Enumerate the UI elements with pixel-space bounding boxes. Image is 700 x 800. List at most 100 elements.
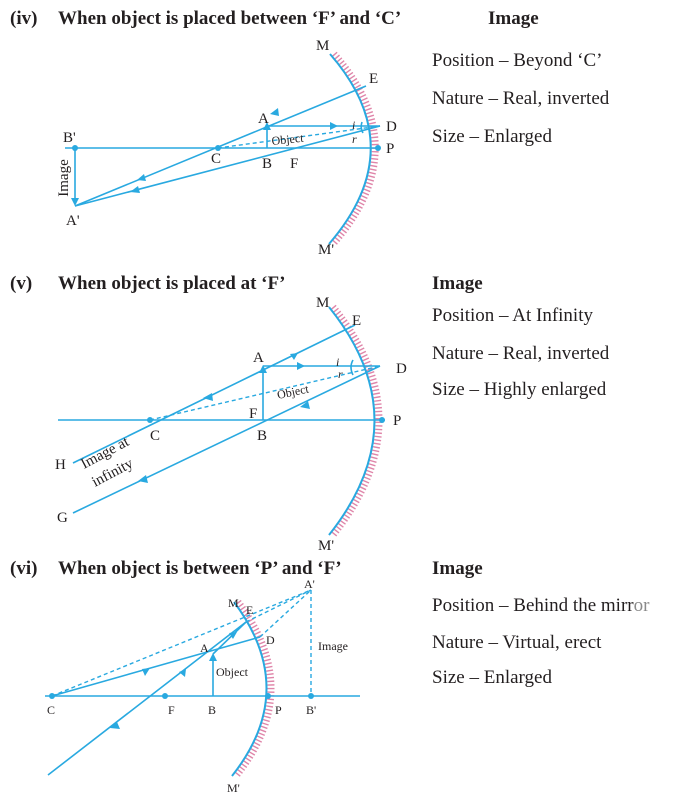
ray-arrow-1 [330, 122, 338, 130]
label-object: Object [271, 131, 305, 148]
ray-arrow-3 [137, 174, 146, 181]
label-E: E [369, 71, 378, 87]
angle-arc [350, 359, 354, 376]
label-A: A [200, 641, 209, 655]
case-iv-nature: Nature – Real, inverted [432, 88, 610, 109]
label-A-prime: A' [304, 577, 315, 591]
label-object: Object [216, 665, 249, 679]
case-iv-number: (iv) [10, 8, 38, 29]
case-vi-number: (vi) [10, 558, 38, 579]
label-r: r [338, 367, 343, 381]
label-r: r [352, 132, 357, 146]
case-iv-size: Size – Enlarged [432, 126, 552, 147]
label-C: C [150, 428, 160, 444]
ray-from-D-through-F [74, 125, 381, 207]
label-M: M [316, 38, 329, 54]
ray-arrow-3 [203, 393, 213, 401]
ray-from-D [51, 636, 261, 697]
point-C [49, 693, 55, 699]
label-E: E [246, 603, 253, 617]
label-A-prime: A' [66, 213, 80, 229]
label-C: C [211, 151, 221, 167]
case-v-size: Size – Highly enlarged [432, 379, 607, 400]
concave-mirror [328, 53, 372, 245]
label-object: Object [276, 381, 311, 401]
concave-mirror [328, 306, 376, 536]
label-M: M [228, 596, 239, 610]
label-B-prime: B' [63, 130, 76, 146]
label-M-prime: M' [318, 242, 334, 258]
case-vi-size: Size – Enlarged [432, 667, 552, 688]
label-P: P [275, 703, 282, 717]
dash-E-to-A-prime [245, 589, 312, 623]
dash-C-to-A-prime [51, 589, 312, 697]
point-C [147, 417, 153, 423]
case-vi-position: Position – Behind the mirror [432, 595, 649, 617]
label-D: D [396, 361, 407, 377]
angle-arc [360, 121, 364, 134]
mirror-hatch [330, 304, 383, 538]
ray-arrow-4 [300, 401, 310, 409]
label-image: Image [56, 159, 72, 197]
point-B-prime [72, 145, 78, 151]
object-arrowhead [209, 653, 217, 661]
label-A: A [253, 350, 264, 366]
label-G: G [57, 510, 68, 526]
image-arrowhead [71, 198, 79, 206]
label-i: i [336, 355, 339, 369]
case-v-nature: Nature – Real, inverted [432, 343, 610, 364]
case-iv-position: Position – Beyond ‘C’ [432, 50, 603, 71]
label-B: B [262, 156, 272, 172]
case-vi-title: When object is between ‘P’ and ‘F’ [58, 558, 342, 579]
case-iv-heading: (iv) When object is placed between ‘F’ an… [10, 8, 401, 30]
ray-arrow-2 [142, 668, 150, 676]
case-v-number: (v) [10, 273, 33, 294]
label-M-prime: M' [318, 538, 334, 554]
case-vi-image-title: Image [432, 558, 483, 579]
case-v-position: Position – At Infinity [432, 305, 593, 326]
label-M: M [316, 295, 329, 311]
case-vi-ray-diagram: M E D A' A Object Image C F B P B' M' [45, 577, 360, 795]
ray-arrow-1 [297, 362, 305, 370]
label-E: E [352, 313, 361, 329]
point-F [162, 693, 168, 699]
case-vi-position-main: Position – Behind the mirr [432, 595, 634, 616]
case-iv-title: When object is placed between ‘F’ and ‘C… [58, 8, 402, 29]
mirror-hatch [233, 599, 275, 779]
ray-from-E-through-C [74, 85, 367, 207]
case-v-title: When object is placed at ‘F’ [58, 273, 286, 294]
ray-arrow-1 [229, 632, 237, 639]
label-image: Image [318, 639, 348, 653]
case-v-ray-diagram: M E D P M' A F B C H G Object i r Image … [55, 295, 407, 554]
case-v-heading: (v) When object is placed at ‘F’ [10, 273, 285, 295]
case-v: (v) When object is placed at ‘F’ Image Po… [0, 265, 700, 554]
point-P [265, 693, 271, 699]
ray-arrow-4 [130, 186, 140, 193]
label-C: C [47, 703, 55, 717]
label-F: F [249, 406, 257, 422]
label-H: H [55, 457, 66, 473]
ray-E-to-H [72, 324, 356, 464]
ray-arrow-3 [179, 669, 186, 677]
point-C [215, 145, 221, 151]
label-A: A [258, 111, 269, 127]
label-B-prime: B' [306, 703, 316, 717]
case-vi-nature: Nature – Virtual, erect [432, 632, 602, 653]
ray-E-through-F [47, 621, 247, 776]
case-v-image-title: Image [432, 273, 483, 294]
ray-arrow-5 [138, 475, 148, 483]
point-P [379, 417, 385, 423]
ray-arrow-4 [110, 722, 120, 729]
label-B: B [257, 428, 267, 444]
ray-D-to-G [72, 365, 381, 514]
label-D: D [266, 633, 275, 647]
normal-CD [217, 125, 381, 149]
label-M-prime: M' [227, 781, 240, 795]
ray-arrow-2 [270, 108, 279, 116]
case-iv: (iv) When object is placed between ‘F’ an… [0, 0, 700, 265]
point-P [375, 145, 381, 151]
dash-D-to-A-prime [259, 589, 312, 638]
concave-mirror [231, 601, 268, 777]
label-F: F [290, 156, 298, 172]
point-B-prime [308, 693, 314, 699]
